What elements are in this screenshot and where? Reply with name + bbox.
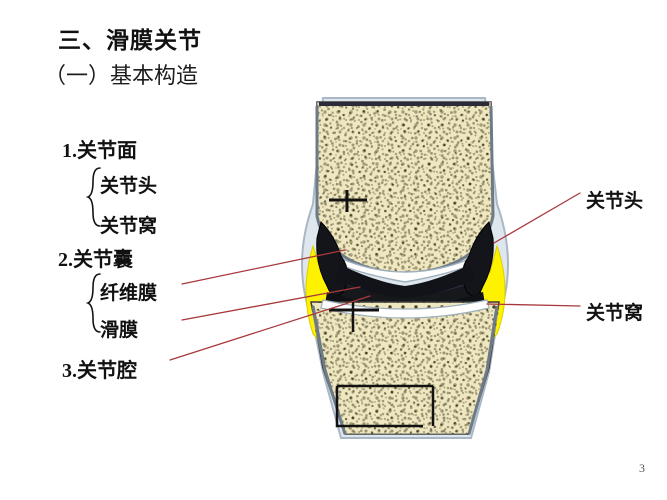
page-number: 3 — [639, 461, 645, 475]
outline-item-joint-surface: 1.关节面 — [62, 140, 137, 162]
brace-joint-capsule — [85, 272, 102, 334]
page-title: 三、滑膜关节 — [58, 28, 202, 53]
page-subtitle: （一）基本构造 — [44, 63, 199, 88]
upper-bone — [315, 101, 495, 276]
outline-item-synovial-membrane: 滑膜 — [100, 320, 139, 341]
outline-item-joint-head: 关节头 — [100, 176, 158, 197]
outline-item-joint-socket: 关节窝 — [100, 216, 158, 237]
synovial-joint-diagram — [283, 96, 527, 441]
brace-joint-surface — [85, 166, 102, 228]
outline-item-joint-cavity: 3.关节腔 — [62, 360, 137, 382]
callout-label-joint-socket-callout: 关节窝 — [586, 303, 644, 324]
callout-label-joint-head-callout: 关节头 — [586, 191, 644, 212]
outline-item-joint-capsule: 2.关节囊 — [58, 249, 133, 271]
outline-item-fibrous-membrane: 纤维膜 — [100, 283, 158, 304]
